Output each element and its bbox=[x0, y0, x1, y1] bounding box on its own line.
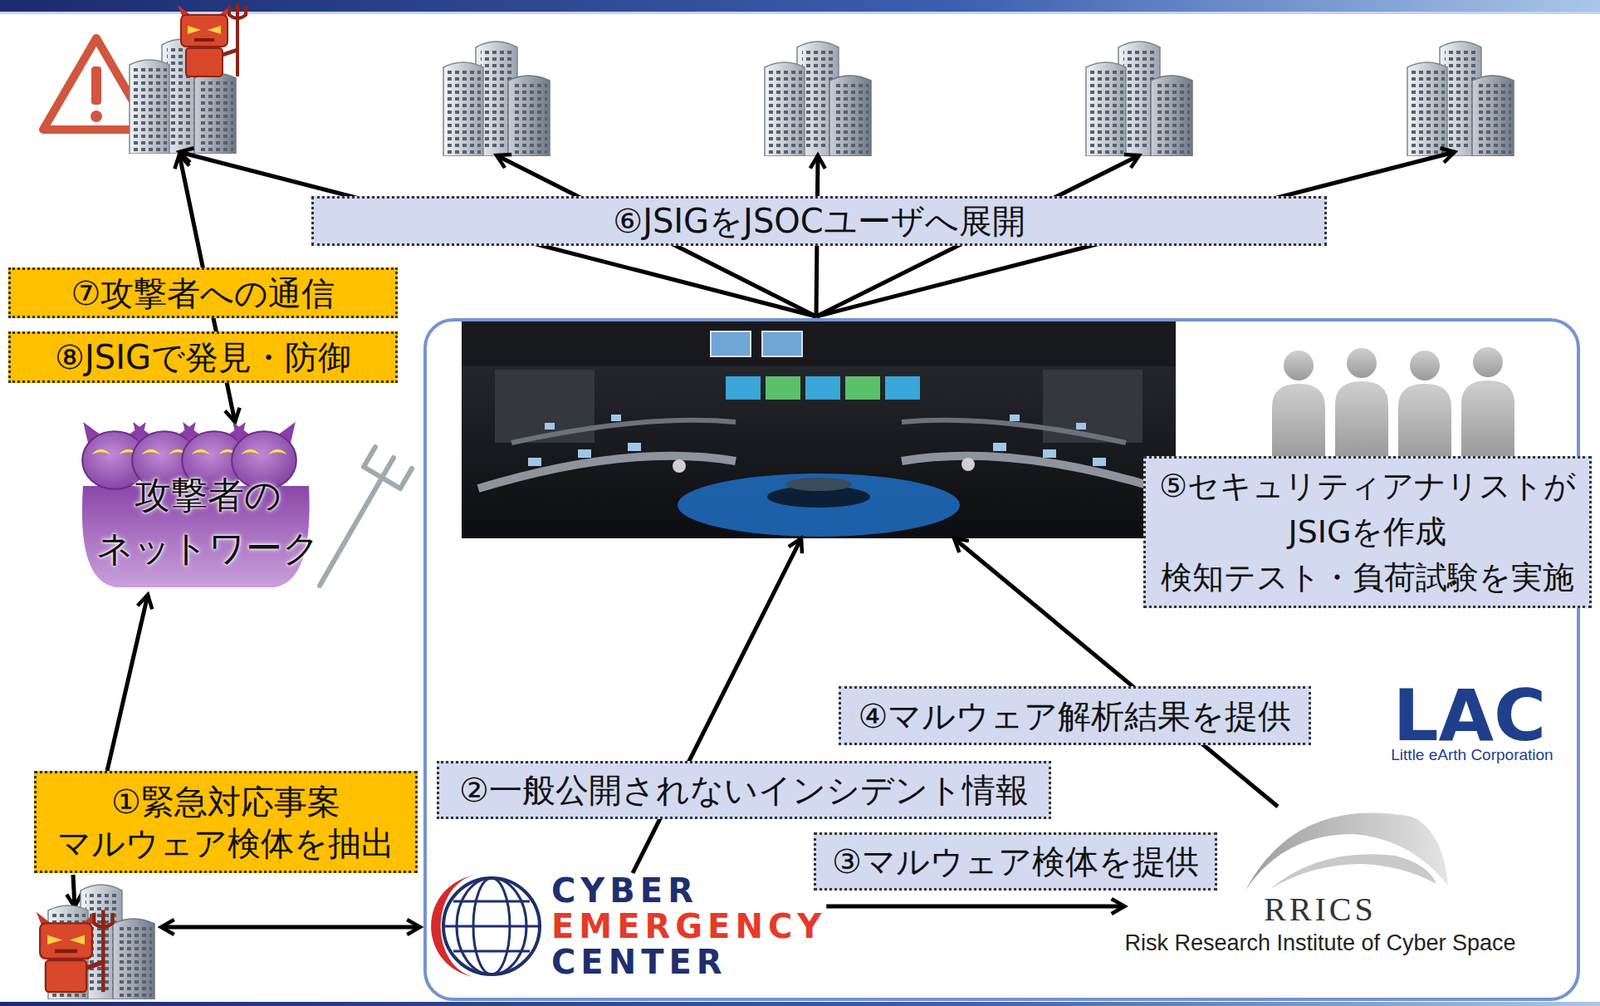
globe bbox=[443, 877, 540, 974]
logo-text: LAC bbox=[1393, 679, 1547, 751]
floor-glow bbox=[677, 473, 960, 537]
desk-monitor bbox=[1076, 422, 1087, 430]
desk-row bbox=[478, 455, 736, 489]
step-banner: ①緊急対応事案 マルウェア検体を抽出 bbox=[34, 770, 418, 873]
room bbox=[461, 318, 1176, 539]
logo-text: CYBER EMERGENCY CENTER bbox=[551, 872, 827, 980]
text-line: ①緊急対応事案 bbox=[57, 780, 395, 823]
group-label: 攻撃者の ネットワーク bbox=[96, 468, 320, 575]
text-line: 検知テスト・負荷試験を実施 bbox=[1159, 554, 1576, 601]
desk-monitor bbox=[544, 422, 555, 430]
analyst-silhouette bbox=[1398, 350, 1452, 460]
operator bbox=[961, 457, 975, 471]
logo-subtitle: Risk Research Institute of Cyber Space bbox=[1124, 929, 1516, 956]
desk-row bbox=[511, 420, 736, 443]
center-table-top bbox=[785, 477, 852, 491]
text-line: 攻撃者の bbox=[96, 468, 320, 522]
step-label: ①緊急対応事案 マルウェア検体を抽出 bbox=[57, 780, 395, 864]
hanging-monitor bbox=[710, 331, 751, 357]
desk-monitors bbox=[528, 414, 1106, 466]
desk-monitor bbox=[1092, 457, 1106, 466]
step-banner: ⑥JSIGをJSOCユーザへ展開 bbox=[311, 195, 1327, 246]
trident bbox=[319, 446, 412, 586]
extract-arrow bbox=[107, 594, 148, 771]
soc-photo bbox=[461, 318, 1176, 539]
attacker-robot bbox=[177, 3, 246, 77]
desk-monitor bbox=[993, 442, 1007, 451]
flow-arrow bbox=[826, 904, 1125, 909]
text-line: マルウェア検体を抽出 bbox=[57, 822, 395, 864]
text-line: ネットワーク bbox=[96, 521, 320, 575]
rrics-crescent bbox=[1245, 812, 1449, 891]
wall-screen bbox=[765, 376, 801, 400]
desk-monitor bbox=[528, 457, 542, 466]
warning-mark bbox=[91, 66, 102, 105]
trident-staff bbox=[319, 477, 382, 586]
wall-screen bbox=[885, 376, 920, 400]
logo-text: RRICS bbox=[1124, 889, 1516, 930]
step-label: ⑧JSIGで発見・防御 bbox=[54, 336, 352, 378]
lac-region: ⑤セキュリティアナリストが JSIGを作成 検知テスト・負荷試験を実施 CYBER… bbox=[423, 318, 1581, 1001]
text-line: CENTER bbox=[551, 944, 827, 980]
desks bbox=[478, 420, 1160, 489]
ceiling bbox=[461, 318, 1176, 367]
desk-row bbox=[901, 420, 1126, 443]
text-line: JSIGを作成 bbox=[1159, 508, 1576, 555]
soc-photo: ⑤セキュリティアナリストが JSIGを作成 検知テスト・負荷試験を実施 bbox=[461, 318, 1176, 539]
report-arrow bbox=[161, 924, 421, 930]
desk-monitor bbox=[611, 414, 622, 421]
warning-dot bbox=[90, 110, 103, 123]
user-building bbox=[443, 41, 550, 157]
desk-monitor bbox=[577, 449, 592, 458]
text-line: ⑤セキュリティアナリストが bbox=[1159, 463, 1576, 509]
wall-screen bbox=[845, 376, 881, 400]
cec-globe bbox=[430, 875, 540, 977]
step-banner: ⑦攻撃者への通信 bbox=[8, 267, 398, 319]
desk-monitor bbox=[627, 442, 641, 451]
header-bar bbox=[0, 0, 1600, 12]
user-building bbox=[764, 41, 871, 157]
step-label: ⑦攻撃者への通信 bbox=[71, 272, 336, 314]
attacker-robot bbox=[36, 910, 113, 993]
text-line: CYBER bbox=[551, 872, 827, 909]
globe-parallel bbox=[445, 924, 539, 928]
desk-monitor bbox=[1042, 449, 1057, 458]
globe-parallel bbox=[453, 900, 530, 903]
operator bbox=[672, 459, 686, 473]
edge-label: ④マルウェア解析結果を提供 bbox=[838, 685, 1312, 745]
analyst-silhouette bbox=[1461, 347, 1515, 456]
crescent bbox=[1270, 853, 1437, 889]
logo-subtitle: Little eArth Corporation bbox=[1390, 745, 1553, 765]
desk-monitor bbox=[1009, 414, 1020, 421]
user-building bbox=[1086, 41, 1193, 157]
wall-screen bbox=[805, 376, 841, 400]
user-building bbox=[1407, 41, 1514, 157]
analyst-silhouette bbox=[1335, 347, 1389, 457]
globe-parallel bbox=[453, 949, 530, 953]
cec-logo: CYBER EMERGENCY CENTER bbox=[428, 872, 827, 980]
step-label: ⑤セキュリティアナリストが JSIGを作成 検知テスト・負荷試験を実施 bbox=[1143, 455, 1592, 608]
flow-arrow bbox=[632, 538, 802, 873]
text-line: EMERGENCY bbox=[551, 908, 827, 945]
crescent bbox=[1245, 812, 1449, 891]
footer-bar bbox=[0, 1001, 1600, 1006]
globe-swoosh bbox=[430, 875, 474, 977]
sample-arrow bbox=[73, 874, 75, 907]
attacker-network: 攻撃者の ネットワーク bbox=[96, 468, 320, 575]
step-banner: ⑧JSIGで発見・防御 bbox=[8, 331, 398, 383]
trident-fork bbox=[363, 446, 412, 489]
step-label: ⑥JSIGをJSOCユーザへ展開 bbox=[612, 200, 1025, 242]
desk-row bbox=[901, 455, 1160, 489]
analyst-silhouette bbox=[1272, 350, 1326, 460]
edge-label: ②一般公開されないインシデント情報 bbox=[436, 760, 1052, 819]
hanging-monitor bbox=[762, 331, 803, 357]
edge-label: ③マルウェア検体を提供 bbox=[813, 831, 1218, 891]
header-rule bbox=[0, 11, 1600, 15]
wall-screen bbox=[725, 376, 761, 400]
